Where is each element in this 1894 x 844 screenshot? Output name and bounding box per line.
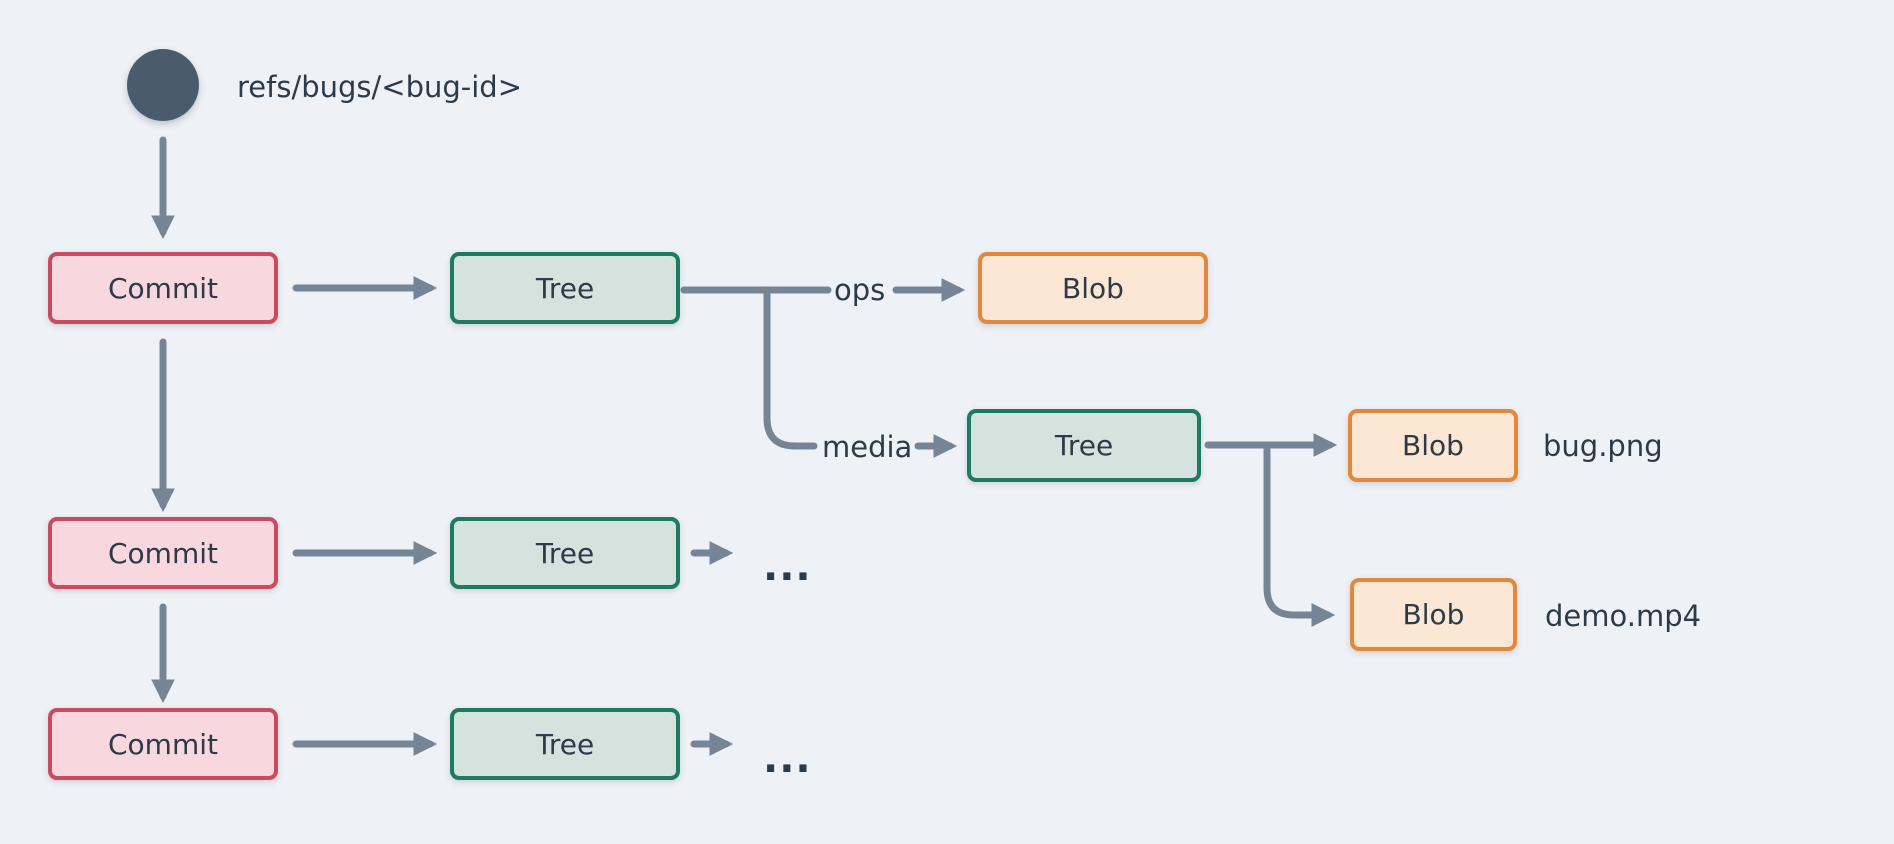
commit-node-1: Commit: [48, 252, 278, 324]
edge-fork-to-media-label: [763, 286, 818, 450]
tree-node-3: Tree: [450, 708, 680, 780]
edge-treemedia-to-blob-demo: [1263, 441, 1336, 627]
tree-node-2: Tree: [450, 517, 680, 589]
commit-node-3: Commit: [48, 708, 278, 780]
blob-node-bug: Blob: [1348, 409, 1518, 482]
tree-node-media: Tree: [967, 409, 1201, 482]
ref-label: refs/bugs/<bug-id>: [237, 70, 523, 104]
commit-node-2: Commit: [48, 517, 278, 589]
blob-node-demo: Blob: [1350, 578, 1517, 651]
file-label-demo-mp4: demo.mp4: [1545, 599, 1702, 633]
blob-node-ops: Blob: [978, 252, 1208, 324]
ellipsis-row-3: ...: [763, 736, 812, 782]
ref-circle: [127, 49, 199, 121]
tree-node-1: Tree: [450, 252, 680, 324]
edge-label-ops: ops: [834, 273, 886, 307]
edge-label-media: media: [822, 430, 913, 464]
ellipsis-row-2: ...: [763, 544, 812, 590]
file-label-bug-png: bug.png: [1543, 429, 1663, 463]
